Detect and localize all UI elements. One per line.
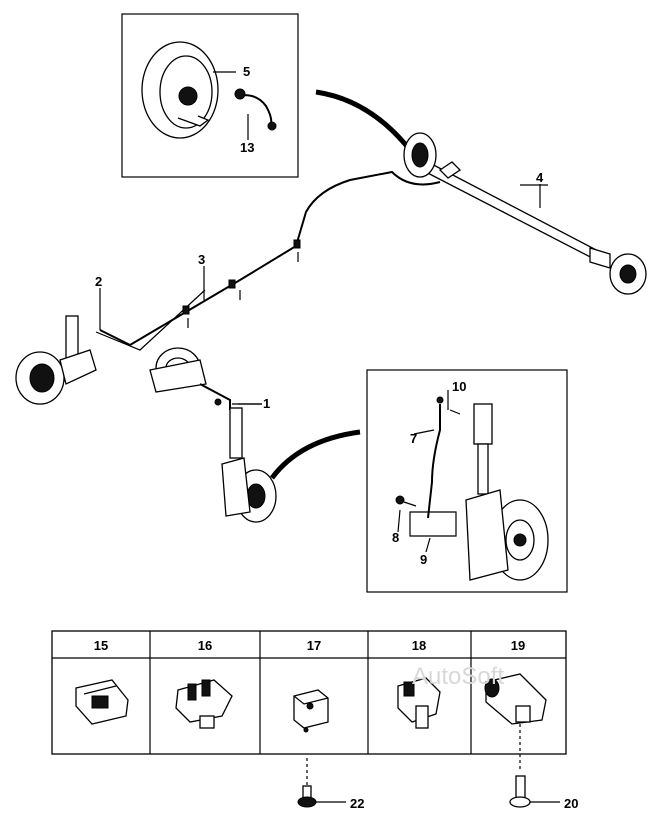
thick-connector: [315, 89, 412, 152]
callout-13: 13: [240, 140, 254, 155]
table-header-18: 18: [412, 638, 426, 653]
callout-10: 10: [452, 379, 466, 394]
callout-5: 5: [243, 64, 250, 79]
front-right-brake: [214, 398, 277, 523]
thick-connector-2: [269, 429, 361, 480]
front-brake-inset: [366, 369, 568, 593]
callout-20: 20: [564, 796, 578, 811]
rear-brake-inset: [121, 13, 299, 178]
table-header-16: 16: [198, 638, 212, 653]
master-cylinder: [149, 347, 231, 410]
clip-16: [175, 679, 233, 729]
callout-7: 7: [410, 431, 417, 446]
clip-18: [397, 677, 441, 729]
callout-9: 9: [420, 552, 427, 567]
clip-17: [293, 689, 329, 733]
callout-2: 2: [95, 274, 102, 289]
table-header-17: 17: [307, 638, 321, 653]
rear-axle: [403, 132, 647, 295]
leader-lines: [99, 184, 541, 553]
main-brake-pipe: [95, 170, 441, 351]
callout-4: 4: [536, 170, 544, 185]
watermark: AutoSoft: [412, 663, 504, 690]
bolt-22: [297, 758, 346, 808]
clip-15: [75, 679, 129, 725]
callout-3: 3: [198, 252, 205, 267]
front-left-brake: [15, 315, 97, 405]
table-header-15: 15: [94, 638, 108, 653]
clip-table: 15 16 17 18 19: [51, 630, 567, 755]
callout-1: 1: [263, 396, 270, 411]
callout-8: 8: [392, 530, 399, 545]
clip-19: [484, 673, 547, 725]
bolt-20: [509, 724, 560, 808]
callout-22: 22: [350, 796, 364, 811]
table-header-19: 19: [511, 638, 525, 653]
